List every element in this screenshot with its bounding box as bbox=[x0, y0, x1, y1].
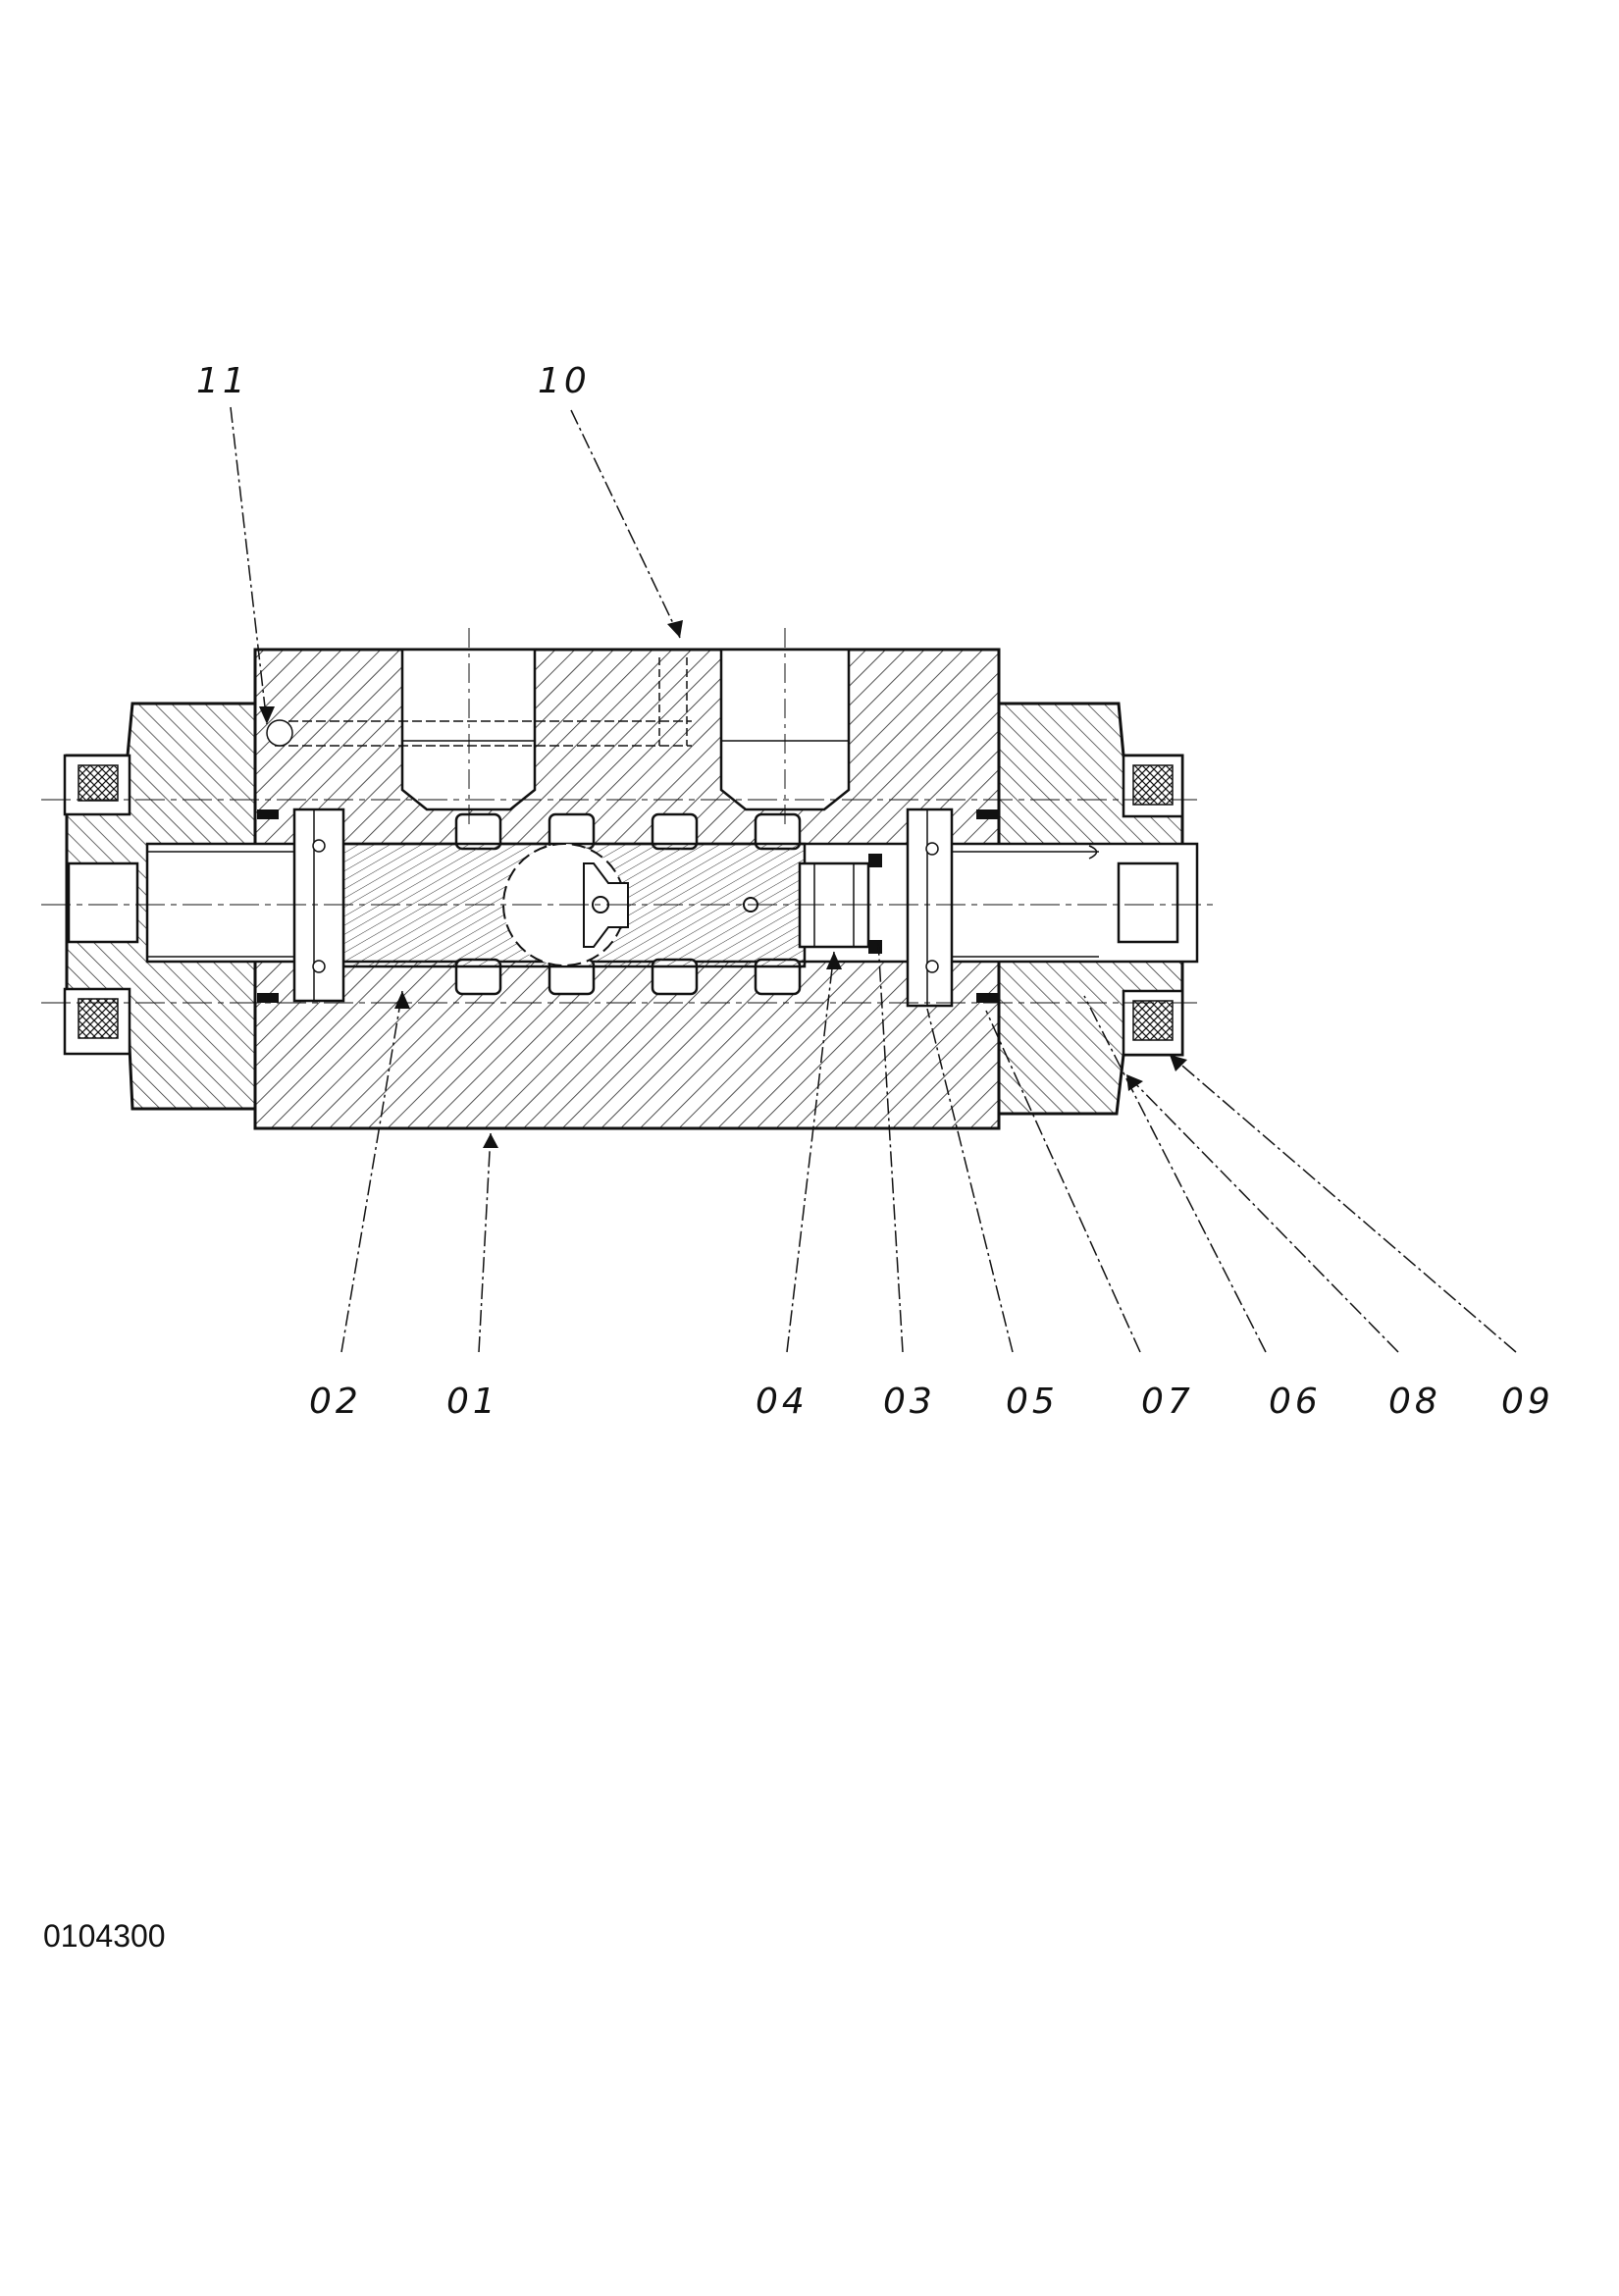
left-plug bbox=[147, 851, 294, 958]
callout-03: 03 bbox=[883, 1382, 936, 1422]
callout-11: 11 bbox=[196, 361, 249, 401]
callout-02: 02 bbox=[309, 1382, 362, 1422]
callout-08: 08 bbox=[1388, 1382, 1441, 1422]
drawing-number: 0104300 bbox=[43, 1918, 166, 1954]
callout-05: 05 bbox=[1006, 1382, 1059, 1422]
right-spring-plate bbox=[906, 808, 954, 1008]
leader-lines bbox=[230, 406, 1517, 1353]
callout-labels: 11 10 02 01 04 03 05 07 06 08 09 bbox=[196, 361, 1554, 1422]
callout-01: 01 bbox=[446, 1382, 499, 1422]
callout-10: 10 bbox=[538, 361, 591, 401]
port-right bbox=[719, 628, 851, 824]
arrowheads bbox=[259, 620, 1187, 1148]
callout-09: 09 bbox=[1501, 1382, 1554, 1422]
right-plug bbox=[952, 845, 1099, 958]
seals bbox=[257, 809, 998, 1003]
centre-lines bbox=[41, 799, 1217, 1004]
internal-passage bbox=[266, 657, 692, 747]
callout-07: 07 bbox=[1141, 1382, 1194, 1422]
callout-06: 06 bbox=[1269, 1382, 1322, 1422]
callout-04: 04 bbox=[756, 1382, 809, 1422]
port-left bbox=[400, 628, 537, 824]
